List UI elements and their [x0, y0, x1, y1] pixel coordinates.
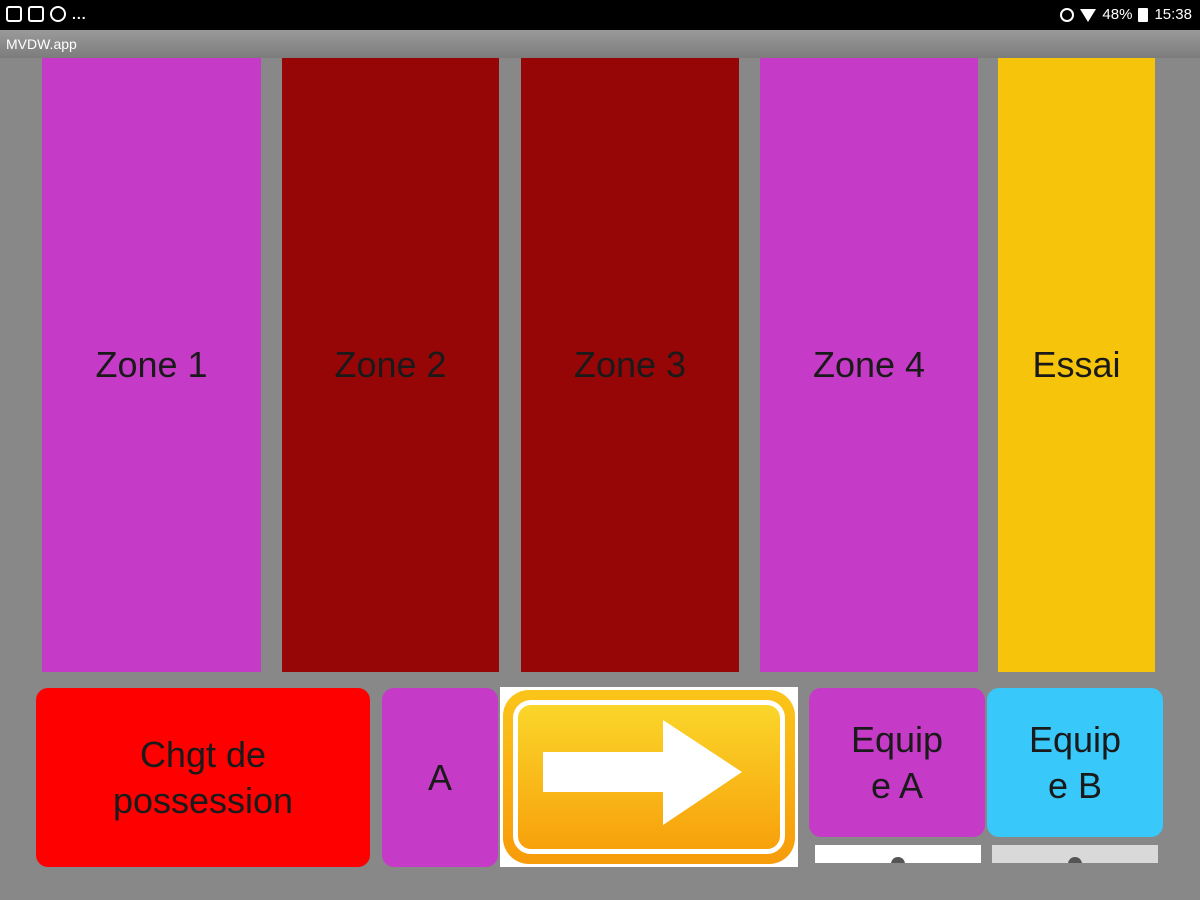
- battery-percent: 48%: [1102, 6, 1133, 23]
- zone-2-button[interactable]: Zone 2: [282, 58, 499, 672]
- zone-1-label: Zone 1: [95, 344, 208, 385]
- arrow-right-icon: [543, 720, 742, 825]
- image-icon: [6, 6, 22, 22]
- zone-4-label: Zone 4: [812, 344, 926, 385]
- battery-icon: [1138, 8, 1149, 22]
- team-indicator-button[interactable]: A: [382, 688, 498, 867]
- team-a-label-line1: Equip: [850, 718, 944, 760]
- change-possession-label-line2: possession: [112, 779, 294, 821]
- status-right: 48% 15:38: [1060, 5, 1192, 25]
- notification-overflow: ...: [72, 6, 87, 22]
- team-a-label-line2: e A: [870, 764, 924, 806]
- zone-4-button[interactable]: Zone 4: [760, 58, 978, 672]
- team-b-label-line2: e B: [1047, 764, 1103, 806]
- essai-label: Essai: [1032, 344, 1121, 385]
- settings-icon: [50, 6, 66, 22]
- zone-3-label: Zone 3: [573, 344, 687, 385]
- essai-button[interactable]: Essai: [998, 58, 1155, 672]
- team-a-score-dot: [891, 857, 905, 863]
- status-bar: ... 48% 15:38: [0, 0, 1200, 30]
- team-a-button[interactable]: Equip e A: [809, 688, 985, 837]
- file-icon: [28, 6, 44, 22]
- next-button-frame: [503, 690, 795, 864]
- team-b-label-line1: Equip: [1028, 718, 1122, 760]
- app-title: MVDW.app: [0, 30, 1200, 58]
- wifi-icon: [1080, 8, 1097, 22]
- team-a-score-field[interactable]: [815, 845, 981, 863]
- next-button-inner: [513, 700, 785, 854]
- team-b-score-field[interactable]: [992, 845, 1158, 863]
- zone-2-label: Zone 2: [334, 344, 447, 385]
- clock: 15:38: [1154, 6, 1192, 23]
- status-left-icons: ...: [6, 5, 87, 23]
- team-b-button[interactable]: Equip e B: [987, 688, 1163, 837]
- change-possession-button[interactable]: Chgt de possession: [36, 688, 370, 867]
- alarm-icon: [1060, 8, 1075, 22]
- zone-3-button[interactable]: Zone 3: [521, 58, 739, 672]
- next-button[interactable]: [500, 687, 798, 867]
- change-possession-label-line1: Chgt de: [139, 733, 267, 775]
- zone-1-button[interactable]: Zone 1: [42, 58, 261, 672]
- team-indicator-label: A: [427, 756, 452, 798]
- team-b-score-dot: [1068, 857, 1082, 863]
